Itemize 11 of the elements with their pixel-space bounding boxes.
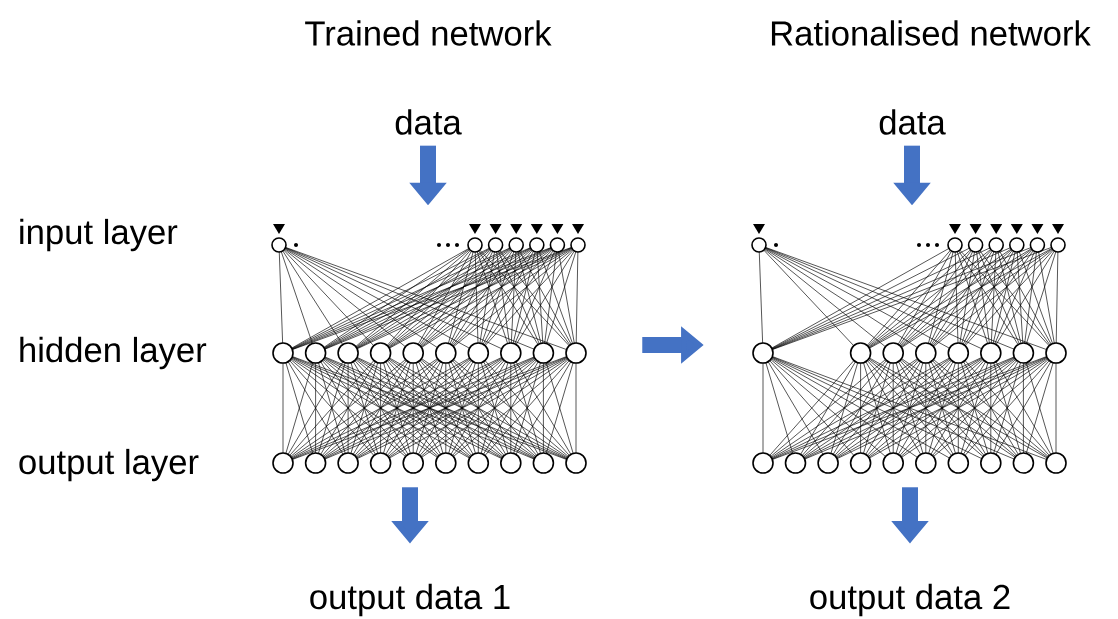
layer-label: output layer: [19, 448, 199, 482]
heading: Rationalised network: [771, 20, 1091, 46]
layer-label: hidden layer: [20, 336, 207, 370]
text-label: output data 2: [810, 583, 1010, 617]
network-drawing: [271, 224, 587, 474]
network-drawing: [751, 224, 1067, 474]
text-label: data: [879, 109, 946, 135]
heading: Trained network: [305, 20, 552, 46]
text-label: data: [395, 109, 462, 135]
text-label: output data 1: [310, 583, 510, 617]
layer-label: input layer: [20, 218, 178, 252]
